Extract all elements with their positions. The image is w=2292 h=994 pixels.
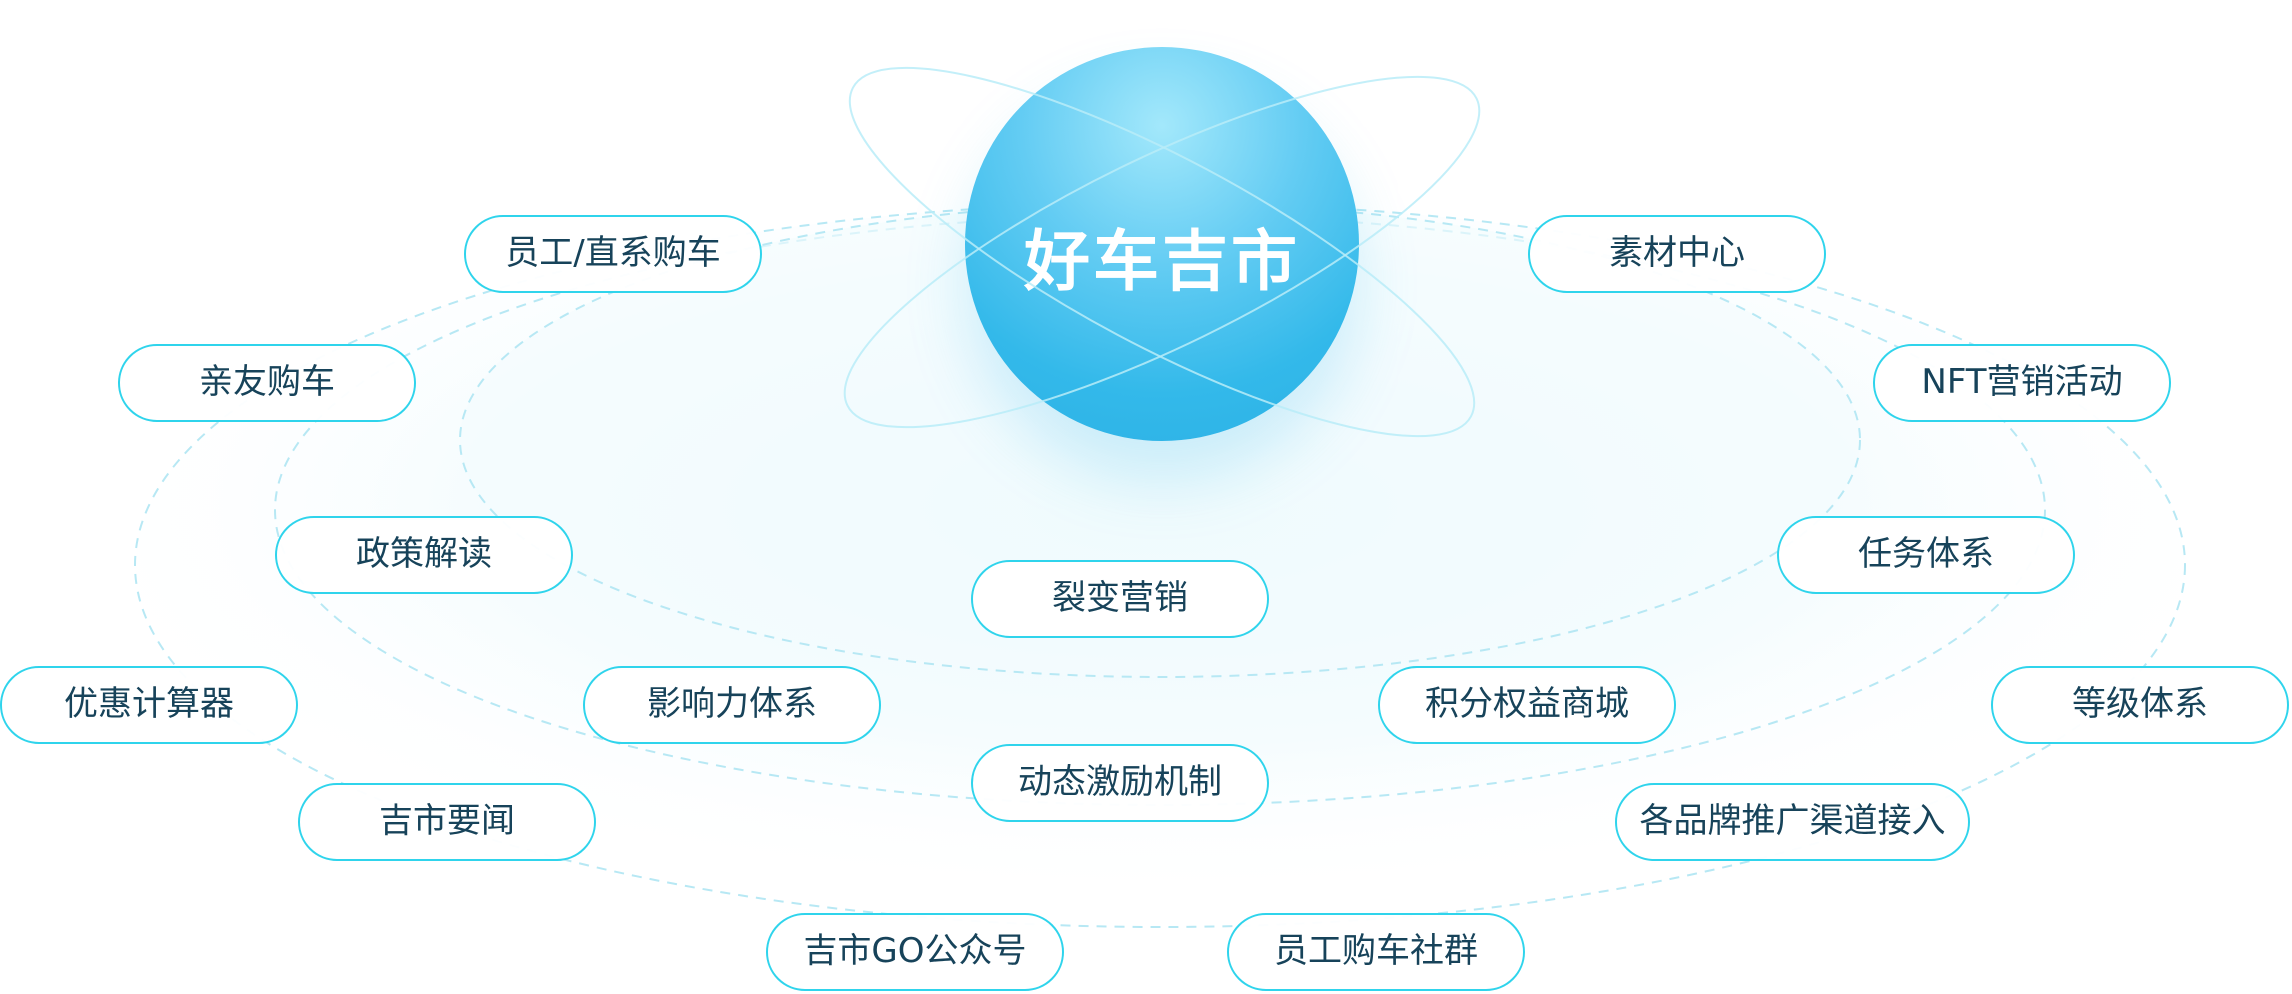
node-jishi-go-official-account[interactable]: 吉市GO公众号 <box>766 913 1064 991</box>
node-employee-direct-purchase[interactable]: 员工/直系购车 <box>464 215 762 293</box>
node-influence-system[interactable]: 影响力体系 <box>583 666 881 744</box>
node-material-center[interactable]: 素材中心 <box>1528 215 1826 293</box>
node-policy-interpretation[interactable]: 政策解读 <box>275 516 573 594</box>
node-level-system[interactable]: 等级体系 <box>1991 666 2289 744</box>
node-fission-marketing[interactable]: 裂变营销 <box>971 560 1269 638</box>
node-points-rights-mall[interactable]: 积分权益商城 <box>1378 666 1676 744</box>
node-friends-family-purchase[interactable]: 亲友购车 <box>118 344 416 422</box>
node-discount-calculator[interactable]: 优惠计算器 <box>0 666 298 744</box>
hub-title: 好车吉市 <box>1024 223 1300 300</box>
node-nft-marketing[interactable]: NFT营销活动 <box>1873 344 2171 422</box>
node-task-system[interactable]: 任务体系 <box>1777 516 2075 594</box>
node-jishi-news[interactable]: 吉市要闻 <box>298 783 596 861</box>
node-dynamic-incentive[interactable]: 动态激励机制 <box>971 744 1269 822</box>
node-employee-car-community[interactable]: 员工购车社群 <box>1227 913 1525 991</box>
node-brand-channel-access[interactable]: 各品牌推广渠道接入 <box>1615 783 1970 861</box>
